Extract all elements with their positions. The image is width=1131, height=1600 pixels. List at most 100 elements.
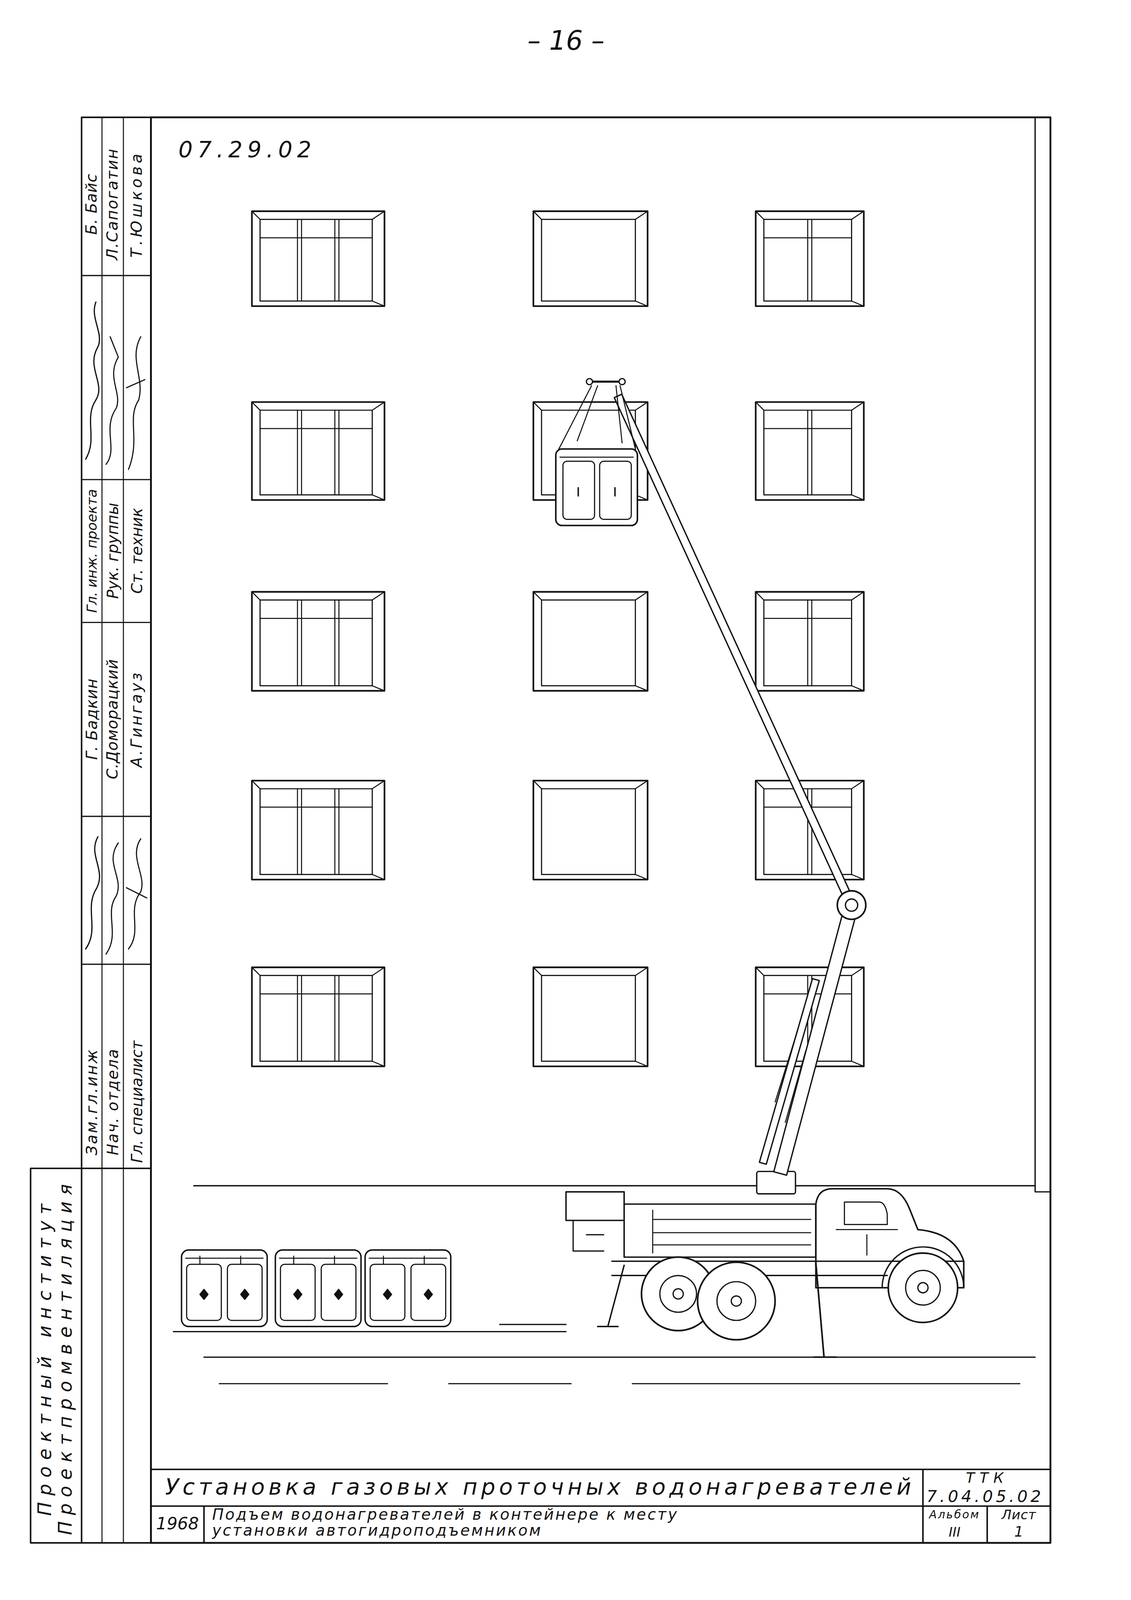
signature: [85, 301, 100, 460]
window-reveal: [533, 211, 648, 307]
window-mullion: [259, 975, 373, 1062]
signature: [126, 838, 147, 950]
flatbed-slats: [652, 1209, 811, 1253]
window-frame: [533, 780, 648, 880]
signature: [126, 336, 145, 470]
upper-boom: [614, 394, 856, 907]
stamp-name: Т.Юшкова: [128, 150, 145, 258]
heater-top: [199, 1255, 201, 1265]
sheet-number: 1: [1014, 1524, 1024, 1540]
institute-name: Проектный институт: [35, 1197, 55, 1516]
window-frame: [755, 591, 864, 691]
signature: [106, 842, 119, 955]
window-sash: [541, 600, 636, 686]
window-frame: [251, 780, 385, 880]
hook-eye: [586, 378, 593, 385]
window-sash: [259, 409, 373, 495]
document-number: 7.04.05.02: [926, 1487, 1044, 1505]
stamp-name: А.Гингауз: [128, 670, 145, 768]
stamp-position: Зам.гл.инж: [83, 1047, 100, 1156]
window-mullion: [259, 788, 373, 875]
window-reveal: [251, 780, 385, 880]
heater-top: [240, 1255, 242, 1265]
stamp-position: Рук. группы: [104, 502, 121, 599]
heater-top: [383, 1255, 384, 1265]
cab-window: [844, 1201, 888, 1225]
building-edge: [1035, 117, 1051, 1192]
window-reveal: [251, 401, 385, 500]
sling: [558, 385, 636, 450]
window-frame: [533, 591, 648, 691]
heater-mark: [578, 487, 616, 496]
window-reveal: [533, 591, 648, 691]
container-frame: [181, 1250, 268, 1327]
window-reveal: [755, 211, 864, 307]
window-reveal: [533, 780, 648, 880]
wheel-hub: [918, 1282, 929, 1293]
window-reveal: [533, 967, 648, 1067]
water-heater: [186, 1264, 222, 1321]
window-frame: [533, 967, 648, 1067]
container-rail: [560, 456, 634, 458]
wheel-rim: [659, 1275, 697, 1313]
wheel-hub: [731, 1295, 742, 1306]
title-block: [150, 1469, 1051, 1543]
container-rail: [369, 1257, 447, 1259]
container-frame: [275, 1250, 362, 1327]
window-frame: [755, 401, 864, 500]
window-reveal: [251, 967, 385, 1067]
boom-knuckle: [837, 890, 867, 920]
boom-sleeve: [775, 1030, 806, 1123]
window-sash: [763, 600, 852, 686]
boom-knuckle-pin: [845, 898, 858, 912]
year: 1968: [155, 1514, 199, 1533]
window-reveal: [251, 211, 385, 307]
wheel-rim: [716, 1281, 756, 1321]
sheet-header: Лист: [1001, 1507, 1037, 1522]
window-reveal: [755, 780, 864, 880]
window-mullion: [763, 409, 852, 495]
stamp-name: Л.Сапогатин: [104, 147, 121, 260]
window-sash: [541, 219, 636, 301]
boom-turret: [756, 1171, 796, 1194]
water-heater: [227, 1264, 263, 1321]
document-type: ТТК: [965, 1470, 1009, 1486]
window-sash: [259, 975, 373, 1062]
heater-diamond: [424, 1289, 433, 1300]
building-base: [193, 1184, 1036, 1187]
page-number: – 16 –: [527, 26, 605, 55]
window-sash: [541, 788, 636, 875]
container-rail: [279, 1257, 358, 1259]
stamp-strip: [81, 117, 151, 1543]
heater-top: [423, 1255, 425, 1265]
window-mullion: [763, 219, 852, 301]
lifted-container: [555, 448, 638, 526]
stamp-rows: [81, 275, 151, 965]
window-frame: [251, 211, 385, 307]
window-mullion: [763, 600, 852, 686]
stamp-position: Нач. отдела: [104, 1047, 121, 1156]
water-heater: [321, 1264, 356, 1321]
heater-top: [333, 1255, 335, 1265]
album-number: III: [948, 1525, 961, 1540]
window-frame: [251, 967, 385, 1067]
wheel-hub: [673, 1288, 684, 1299]
heater-top: [293, 1255, 295, 1265]
lower-boom: [773, 911, 857, 1176]
stamp-name: С.Доморацкий: [104, 658, 121, 780]
ground-line: [203, 1356, 1036, 1358]
stamp-name: Г. Бадкин: [83, 678, 100, 760]
heater-diamond: [240, 1289, 250, 1300]
institute-cell: [30, 1168, 151, 1543]
window-frame: [251, 401, 385, 500]
window-mullion: [259, 219, 373, 301]
truck-rear-box: [565, 1191, 624, 1221]
window-frame: [755, 780, 864, 880]
album-header: Альбом: [928, 1508, 981, 1521]
window-sash: [259, 788, 373, 875]
window-mullion: [259, 409, 373, 495]
wheel-rim: [905, 1270, 941, 1305]
outrigger: [814, 1263, 837, 1358]
stamp-position: Ст. техник: [128, 507, 145, 594]
